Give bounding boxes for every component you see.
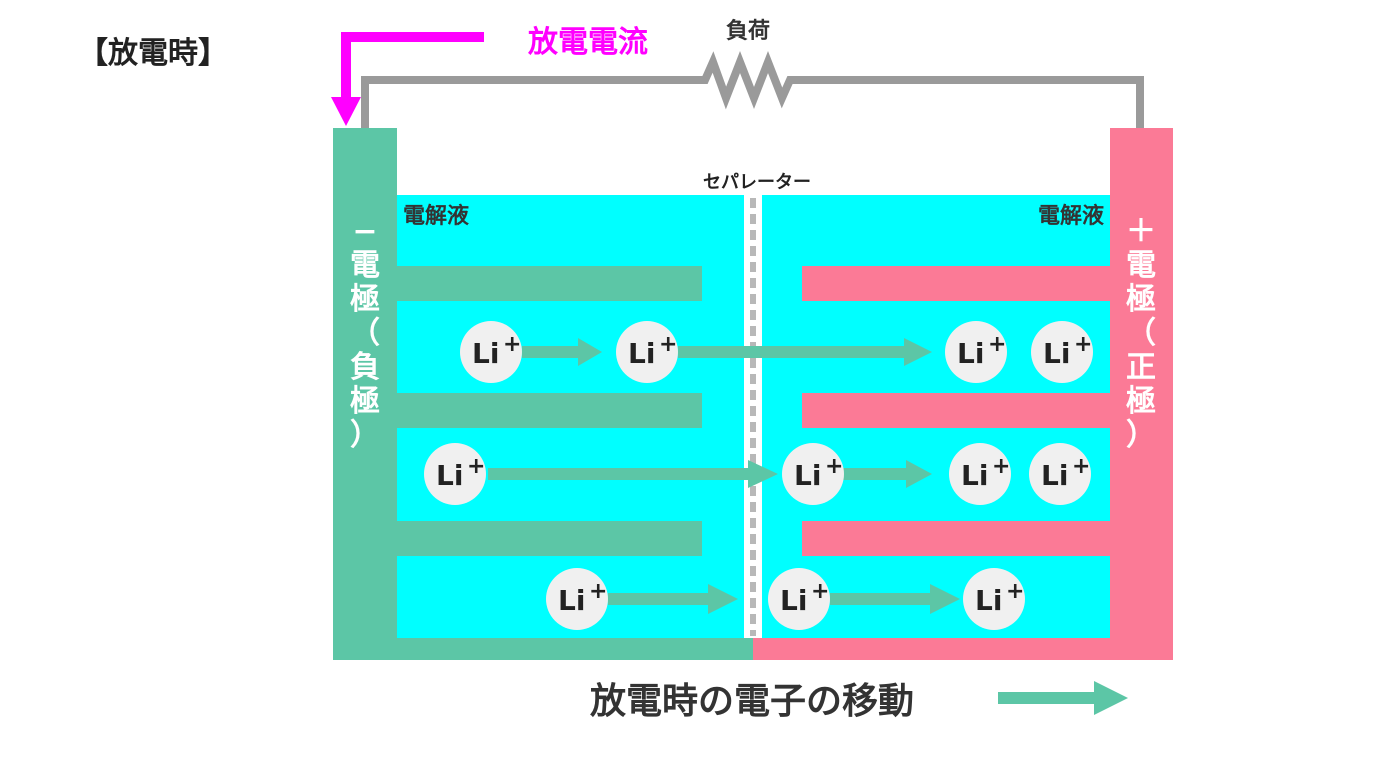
ion-symbol: Li — [780, 584, 807, 617]
positive-electrode — [1110, 128, 1173, 638]
ion-circle — [963, 568, 1025, 630]
positive-label-char: ） — [1126, 418, 1156, 453]
mode-label: 【放電時】 — [78, 36, 228, 71]
positive-finger — [802, 266, 1110, 301]
ion-charge: + — [659, 332, 677, 357]
negative-label-char: 極 — [350, 282, 380, 317]
positive-finger — [802, 521, 1110, 556]
ion-symbol: Li — [957, 337, 984, 370]
positive-label-char: ＋ — [1126, 214, 1156, 249]
positive-label-char: 正 — [1126, 350, 1156, 385]
ion-charge: + — [992, 454, 1010, 479]
ion-symbol: Li — [436, 459, 463, 492]
ion-charge: + — [503, 332, 521, 357]
negative-finger — [397, 521, 702, 556]
ion-arrows — [488, 338, 960, 614]
ion-symbol: Li — [961, 459, 988, 492]
positive-label-char: 極 — [1126, 282, 1156, 317]
negative-label-char: 電 — [350, 248, 380, 283]
negative-label-char: 極 — [350, 384, 380, 419]
positive-label-char: 極 — [1126, 384, 1156, 419]
negative-label-char: 負 — [350, 350, 380, 385]
negative-label-char: （ — [350, 316, 380, 351]
lithium-ion: Li+ — [768, 568, 830, 630]
negative-label-char: ） — [350, 418, 380, 453]
ion-symbol: Li — [628, 337, 655, 370]
circuit-wire — [361, 50, 1144, 130]
negative-electrode-label: − 電 極 （ 負 極 ） — [345, 215, 385, 453]
discharge-current-arrow — [331, 32, 484, 126]
positive-label-char: 電 — [1126, 248, 1156, 283]
lithium-ions: Li+Li+Li+Li+Li+Li+Li+Li+Li+Li+Li+ — [424, 321, 1093, 630]
ion-symbol: Li — [1041, 459, 1068, 492]
ion-charge: + — [1072, 454, 1090, 479]
load-label: 負荷 — [726, 18, 770, 44]
ion-circle — [424, 443, 486, 505]
ion-symbol: Li — [472, 337, 499, 370]
ion-circle — [945, 321, 1007, 383]
ion-charge: + — [811, 579, 829, 604]
electron-flow-legend-arrow — [998, 681, 1128, 715]
ion-circle — [949, 443, 1011, 505]
lithium-ion: Li+ — [949, 443, 1011, 505]
ion-circle — [546, 568, 608, 630]
lithium-ion: Li+ — [782, 443, 844, 505]
negative-base — [333, 638, 753, 660]
ion-circle — [460, 321, 522, 383]
ion-symbol: Li — [1043, 337, 1070, 370]
electron-flow-legend-label: 放電時の電子の移動 — [590, 681, 914, 722]
discharge-current-label: 放電電流 — [527, 25, 648, 60]
ion-circle — [1029, 443, 1091, 505]
lithium-ion: Li+ — [945, 321, 1007, 383]
negative-electrode — [333, 128, 397, 638]
lithium-ion: Li+ — [424, 443, 486, 505]
negative-finger — [397, 393, 702, 428]
ion-charge: + — [1074, 332, 1092, 357]
electrolyte-label-left: 電解液 — [403, 203, 469, 229]
separator-label: セパレーター — [703, 172, 811, 193]
ion-charge: + — [467, 454, 485, 479]
lithium-ion: Li+ — [1031, 321, 1093, 383]
ion-circle — [768, 568, 830, 630]
positive-electrode-label: ＋ 電 極 （ 正 極 ） — [1121, 215, 1161, 453]
separator — [744, 195, 762, 638]
negative-finger — [397, 266, 702, 301]
ion-circle — [782, 443, 844, 505]
ion-symbol: Li — [794, 459, 821, 492]
electrolyte-label-right: 電解液 — [1038, 203, 1104, 229]
negative-label-char: − — [352, 214, 378, 249]
lithium-ion: Li+ — [1029, 443, 1091, 505]
lithium-ion: Li+ — [546, 568, 608, 630]
lithium-ion: Li+ — [460, 321, 522, 383]
positive-finger — [802, 393, 1110, 428]
ion-circle — [616, 321, 678, 383]
ion-symbol: Li — [975, 584, 1002, 617]
positive-label-char: （ — [1126, 316, 1156, 351]
ion-charge: + — [825, 454, 843, 479]
lithium-ion: Li+ — [616, 321, 678, 383]
lithium-ion: Li+ — [963, 568, 1025, 630]
ion-charge: + — [589, 579, 607, 604]
ion-charge: + — [988, 332, 1006, 357]
ion-circle — [1031, 321, 1093, 383]
ion-symbol: Li — [558, 584, 585, 617]
positive-base — [753, 638, 1173, 660]
ion-charge: + — [1006, 579, 1024, 604]
